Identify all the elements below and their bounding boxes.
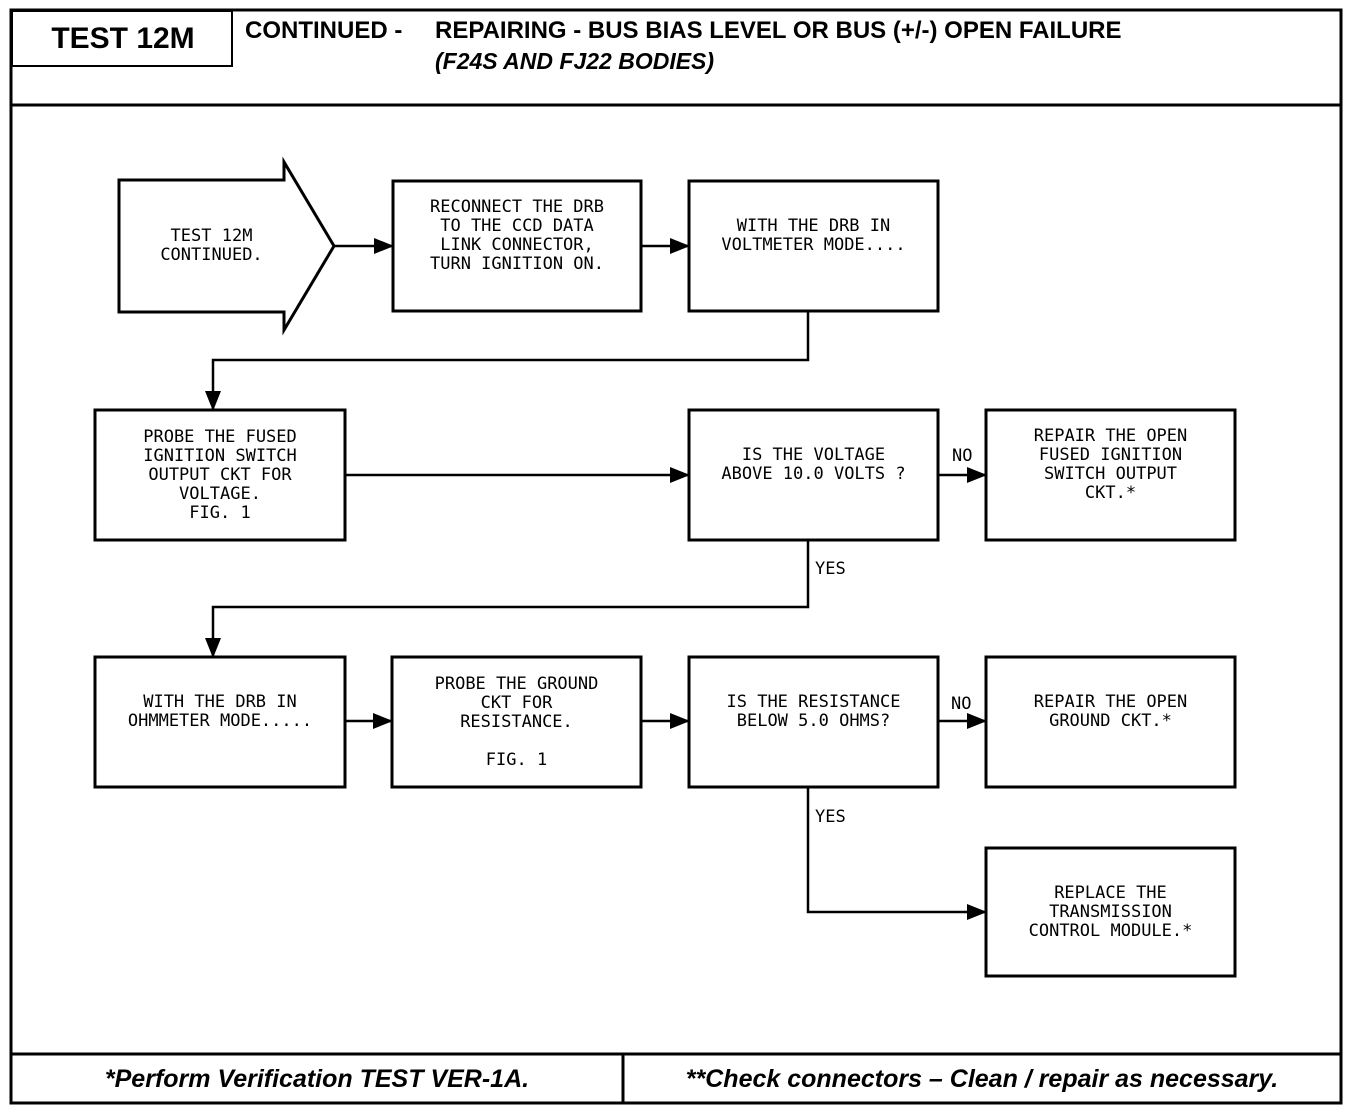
label-yes-voltage: YES (815, 559, 846, 579)
node-replace-tcm-text: REPLACE THE TRANSMISSION CONTROL MODULE.… (1028, 882, 1193, 941)
start-arrow-shape (117, 156, 336, 336)
label-no-resistance: NO (951, 694, 972, 714)
node-repair-ground-text: REPAIR THE OPEN GROUND CKT.* (1033, 692, 1188, 731)
node-voltage-question-text: IS THE VOLTAGE ABOVE 10.0 VOLTS ? (721, 445, 906, 484)
node-resistance-question-text: IS THE RESISTANCE BELOW 5.0 OHMS? (726, 692, 901, 731)
connector-resistance-yes (806, 787, 987, 920)
connector-voltmeter-probe (205, 311, 810, 411)
node-probe-fused-text: PROBE THE FUSED IGNITION SWITCH OUTPUT C… (143, 426, 297, 523)
box-resistance-question (687, 655, 940, 789)
box-probe-fused (93, 408, 347, 542)
node-voltmeter-text: WITH THE DRB IN VOLTMETER MODE.... (721, 216, 906, 255)
page-frame (9, 8, 1343, 1105)
page-title: REPAIRING - BUS BIAS LEVEL OR BUS (+/-) … (435, 17, 1122, 44)
node-reconnect-text: RECONNECT THE DRB TO THE CCD DATA LINK C… (430, 197, 604, 274)
box-voltmeter (687, 179, 940, 313)
label-yes-resistance: YES (815, 807, 846, 827)
label-no-voltage: NO (952, 446, 973, 466)
footer-left-note: *Perform Verification TEST VER-1A. (104, 1064, 530, 1093)
test-label-box (11, 10, 233, 67)
header-continued: CONTINUED - (245, 17, 403, 44)
node-start-text: TEST 12M CONTINUED. (160, 226, 263, 265)
box-reconnect (391, 179, 643, 313)
test-label: TEST 12M (51, 22, 195, 55)
node-probe-ground-text: PROBE THE GROUND CKT FOR RESISTANCE. FIG… (434, 673, 599, 770)
box-repair-ground (984, 655, 1237, 789)
footer-right-note: **Check connectors – Clean / repair as n… (685, 1064, 1279, 1093)
connector-voltage-yes (205, 540, 810, 658)
node-ohmmeter-text: WITH THE DRB IN OHMMETER MODE..... (127, 692, 313, 731)
page-subtitle: (F24S AND FJ22 BODIES) (435, 48, 715, 74)
node-repair-fused-text: REPAIR THE OPEN FUSED IGNITION SWITCH OU… (1033, 426, 1188, 503)
